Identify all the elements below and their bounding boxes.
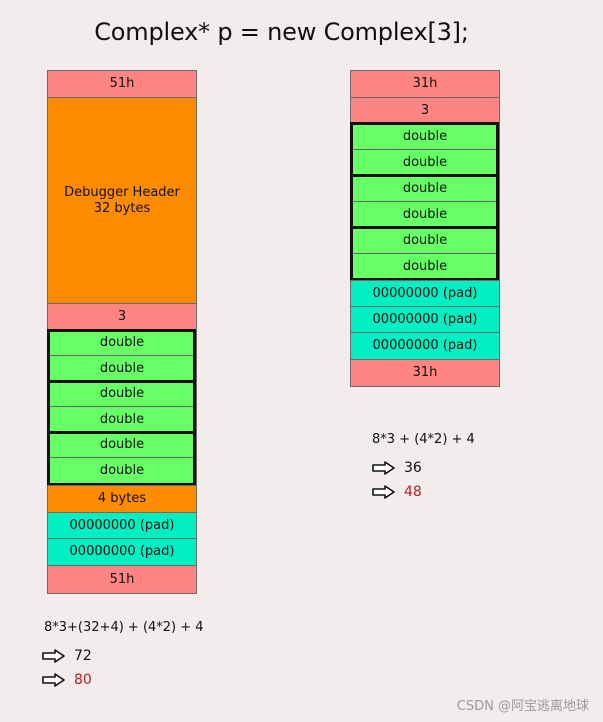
double-cell: double	[47, 457, 197, 485]
double-cell: double	[47, 355, 197, 382]
right-result-raw: 36	[372, 460, 422, 476]
array-count-cell: 3	[47, 303, 197, 330]
left-result-aligned: 80	[42, 672, 92, 688]
cookie-bottom-cell: 51h	[47, 565, 197, 594]
left-result-raw: 72	[42, 648, 92, 664]
watermark: CSDN @阿宝逃离地球	[456, 699, 589, 714]
no-mans-land-cell: 4 bytes	[47, 485, 197, 513]
double-cell: double	[47, 381, 197, 407]
right-arrow-icon	[42, 649, 65, 663]
left-result-raw-value: 72	[74, 648, 92, 664]
left-result-aligned-value: 80	[74, 672, 92, 688]
cookie-top-cell: 31h	[350, 70, 500, 98]
right-result-aligned-value: 48	[404, 484, 422, 500]
left-size-formula: 8*3+(32+4) + (4*2) + 4	[44, 620, 204, 635]
debugger-header-cell: Debugger Header 32 bytes	[47, 97, 197, 304]
right-result-raw-value: 36	[404, 460, 422, 476]
double-cell: double	[47, 330, 197, 356]
pad-cell: 00000000 (pad)	[47, 538, 197, 566]
page-title: Complex* p = new Complex[3];	[94, 18, 469, 46]
pad-cell: 00000000 (pad)	[47, 512, 197, 539]
double-cell: double	[350, 253, 500, 281]
double-cell: double	[350, 201, 500, 228]
right-arrow-icon	[42, 673, 65, 687]
right-size-formula: 8*3 + (4*2) + 4	[372, 432, 475, 447]
pad-cell: 00000000 (pad)	[350, 280, 500, 307]
cookie-bottom-cell: 31h	[350, 359, 500, 387]
double-cell: double	[350, 227, 500, 254]
array-count-cell: 3	[350, 97, 500, 124]
pad-cell: 00000000 (pad)	[350, 332, 500, 360]
double-cell: double	[350, 149, 500, 176]
double-cell: double	[47, 406, 197, 433]
cookie-top-cell: 51h	[47, 70, 197, 98]
right-result-aligned: 48	[372, 484, 422, 500]
double-cell: double	[350, 123, 500, 150]
double-cell: double	[47, 432, 197, 458]
right-arrow-icon	[372, 485, 395, 499]
double-cell: double	[350, 175, 500, 202]
right-arrow-icon	[372, 461, 395, 475]
pad-cell: 00000000 (pad)	[350, 306, 500, 333]
